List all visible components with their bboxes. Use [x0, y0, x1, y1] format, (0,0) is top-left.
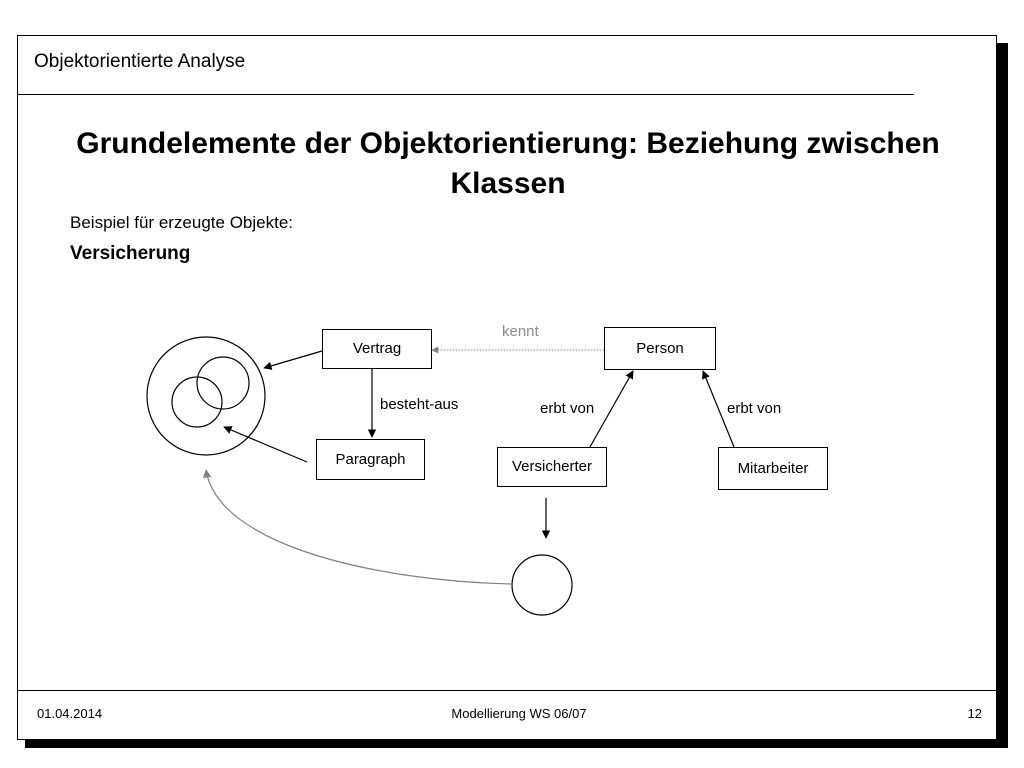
class-label-mitarbeiter: Mitarbeiter: [737, 459, 809, 477]
header-title: Objektorientierte Analyse: [34, 51, 246, 72]
section-heading: Versicherung: [70, 243, 191, 264]
edge-versicherter-erbt-von-person: [589, 370, 634, 448]
class-box-person: Person: [604, 327, 716, 370]
object-set-outer-circle: [146, 336, 266, 456]
edge-paragraph-to-objects: [223, 426, 308, 463]
class-label-versicherter: Versicherter: [511, 458, 593, 475]
edge-object-to-objects-curve: [203, 469, 513, 585]
object-circle-2: [171, 376, 223, 428]
edge-vertrag-to-objects: [263, 350, 323, 370]
edge-label-erbt-von-left: erbt von: [540, 400, 595, 417]
edge-label-kennt: kennt: [502, 323, 539, 340]
class-box-versicherter: Versicherter: [497, 447, 607, 487]
header-divider: [18, 94, 914, 95]
class-label-paragraph: Paragraph: [335, 450, 406, 468]
class-label-vertrag: Vertrag: [352, 340, 402, 357]
edge-label-erbt-von-right: erbt von: [727, 400, 782, 417]
slide: Objektorientierte Analyse Grundelemente …: [17, 35, 998, 740]
diagram-canvas: [146, 336, 735, 616]
class-box-paragraph: Paragraph: [316, 439, 425, 480]
footer-date: 01.04.2014: [37, 706, 103, 721]
footer-page-number: 12: [967, 706, 982, 721]
edge-label-besteht-aus: besteht-aus: [380, 396, 459, 413]
footer-divider: [18, 690, 998, 691]
footer-course: Modellierung WS 06/07: [451, 706, 587, 721]
class-box-vertrag: Vertrag: [322, 329, 432, 369]
class-box-mitarbeiter: Mitarbeiter: [718, 447, 828, 490]
versicherter-object-circle: [511, 554, 573, 616]
edge-mitarbeiter-erbt-von-person: [701, 370, 735, 448]
object-circle-1: [196, 356, 250, 410]
class-label-person: Person: [636, 339, 684, 357]
page-title: Grundelemente der Objektorientierung: Be…: [76, 127, 940, 200]
subtitle: Beispiel für erzeugte Objekte:: [70, 213, 294, 232]
